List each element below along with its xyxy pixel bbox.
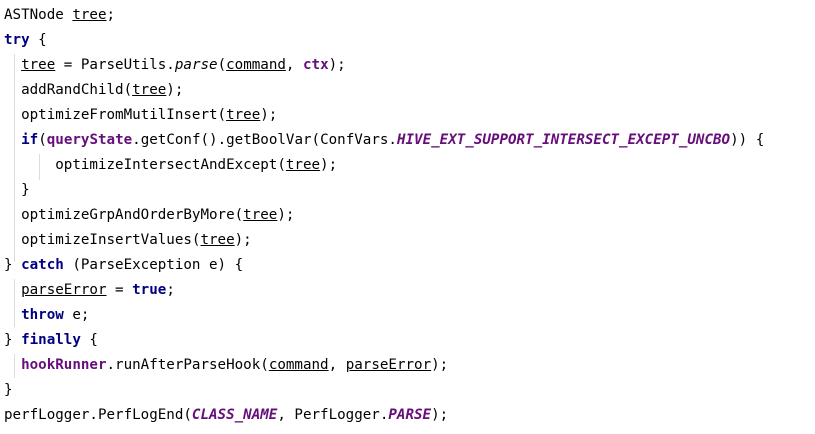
code-token: ); xyxy=(277,207,295,223)
code-token: ; xyxy=(106,7,116,23)
code-token: throw xyxy=(21,307,64,323)
code-token: ASTNode xyxy=(4,7,73,23)
code-token: tree xyxy=(285,157,321,173)
code-line[interactable]: optimizeGrpAndOrderByMore(tree); xyxy=(4,203,294,228)
code-token: = xyxy=(106,282,133,298)
code-line[interactable]: tree = ParseUtils.parse(command, ctx); xyxy=(4,53,346,78)
code-line[interactable]: hookRunner.runAfterParseHook(command, pa… xyxy=(4,353,448,378)
code-token: ); xyxy=(234,232,252,248)
code-line[interactable]: optimizeInsertValues(tree); xyxy=(4,228,252,253)
code-token: tree xyxy=(21,57,56,73)
code-token: parseError xyxy=(345,357,432,373)
code-token xyxy=(4,282,21,298)
code-line[interactable]: optimizeFromMutilInsert(tree); xyxy=(4,103,277,128)
code-token: parse xyxy=(174,57,218,73)
code-line[interactable]: optimizeIntersectAndExcept(tree); xyxy=(4,153,337,178)
code-token: parseError xyxy=(21,282,107,298)
code-token: command xyxy=(226,57,286,73)
code-token: queryState xyxy=(46,132,133,148)
code-line[interactable]: } xyxy=(4,378,13,403)
code-line[interactable]: try { xyxy=(4,28,47,53)
code-token: } xyxy=(4,257,22,273)
code-token: ); xyxy=(166,82,184,98)
code-token: ); xyxy=(260,107,278,123)
indent-guide-outer xyxy=(14,54,15,262)
code-token: PARSE xyxy=(388,407,432,423)
code-token: finally xyxy=(21,332,81,348)
code-token: (ParseException e) { xyxy=(63,257,244,273)
code-token: , xyxy=(285,57,304,73)
code-token: = ParseUtils. xyxy=(55,57,175,73)
code-token: ); xyxy=(431,407,449,423)
code-token: catch xyxy=(21,257,64,273)
code-token: command xyxy=(268,357,329,373)
code-token: optimizeFromMutilInsert( xyxy=(4,107,227,123)
code-token: , xyxy=(328,357,346,373)
indent-guide-finally xyxy=(14,354,15,378)
code-token: .runAfterParseHook( xyxy=(106,357,269,373)
code-line[interactable]: } catch (ParseException e) { xyxy=(4,253,243,278)
code-token xyxy=(4,57,21,73)
code-token: HIVE_EXT_SUPPORT_INTERSECT_EXCEPT_UNCBO xyxy=(396,132,731,148)
code-line[interactable]: } finally { xyxy=(4,328,98,353)
code-token: )) { xyxy=(730,132,765,148)
code-token: e; xyxy=(63,307,90,323)
code-line[interactable]: addRandChild(tree); xyxy=(4,78,183,103)
code-token: ); xyxy=(320,157,338,173)
code-line[interactable]: if(queryState.getConf().getBoolVar(ConfV… xyxy=(4,128,764,153)
code-token: ctx xyxy=(303,57,329,73)
code-token: optimizeGrpAndOrderByMore( xyxy=(4,207,244,223)
code-line[interactable]: } xyxy=(4,178,30,203)
code-token: perfLogger.PerfLogEnd( xyxy=(4,407,192,423)
code-token: hookRunner xyxy=(21,357,107,373)
code-token: tree xyxy=(226,107,261,123)
code-token: ( xyxy=(38,132,47,148)
code-line[interactable]: ASTNode tree; xyxy=(4,3,115,28)
code-token: tree xyxy=(200,232,235,248)
code-token: } xyxy=(4,382,13,398)
code-line[interactable]: parseError = true; xyxy=(4,278,175,303)
code-token: .getConf().getBoolVar(ConfVars. xyxy=(132,132,397,148)
code-token: true xyxy=(132,282,167,298)
code-token xyxy=(4,132,21,148)
code-token: } xyxy=(4,332,22,348)
code-token: tree xyxy=(72,7,107,23)
code-token xyxy=(4,357,21,373)
code-token: tree xyxy=(132,82,167,98)
code-token: ); xyxy=(431,357,449,373)
indent-guide-if-block xyxy=(39,154,40,180)
code-token: , PerfLogger. xyxy=(277,407,389,423)
code-token: } xyxy=(4,182,30,198)
code-token: if xyxy=(21,132,39,148)
code-token: try xyxy=(4,32,30,48)
indent-guide-catch xyxy=(14,279,15,327)
code-token: { xyxy=(80,332,98,348)
code-token: ); xyxy=(328,57,346,73)
code-line[interactable]: perfLogger.PerfLogEnd(CLASS_NAME, PerfLo… xyxy=(4,403,448,428)
code-line[interactable]: throw e; xyxy=(4,303,89,328)
code-token: ; xyxy=(166,282,175,298)
code-token: tree xyxy=(243,207,278,223)
code-token: optimizeIntersectAndExcept( xyxy=(4,157,286,173)
code-token: addRandChild( xyxy=(4,82,133,98)
code-token: { xyxy=(29,32,47,48)
code-token: optimizeInsertValues( xyxy=(4,232,201,248)
code-token: CLASS_NAME xyxy=(191,407,278,423)
code-token xyxy=(4,307,21,323)
code-token: ( xyxy=(217,57,227,73)
